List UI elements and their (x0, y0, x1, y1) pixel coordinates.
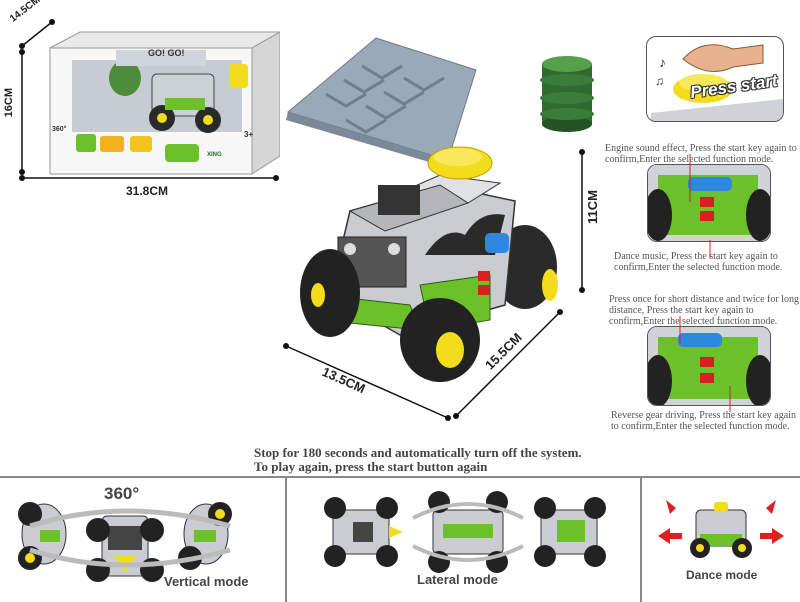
feature-inset-top (647, 164, 771, 242)
feature-distance: Press once for short distance and twice … (609, 294, 799, 327)
packaging-box: GO! GO! 360° 3+ XING (30, 28, 282, 178)
ramp-accessory (286, 34, 486, 164)
box-age-text: 3+ (244, 130, 254, 139)
feature-reverse-gear: Reverse gear driving, Press the start ke… (611, 410, 796, 432)
box-height-label: 16CM (3, 88, 15, 118)
box-banner-text: GO! GO! (148, 48, 185, 58)
svg-text:♪: ♪ (659, 54, 666, 70)
box-dimension-lines (19, 19, 279, 181)
svg-text:♫: ♫ (655, 74, 664, 88)
feature-dance-music: Dance music, Press the start key again t… (614, 251, 783, 273)
lateral-mode-label: Lateral mode (417, 572, 498, 587)
auto-off-line1: Stop for 180 seconds and automatically t… (254, 445, 582, 460)
box-brand-text: XING (207, 152, 222, 158)
dance-mode-panel: Dance mode (642, 476, 800, 602)
vertical-rotation-text: 360° (104, 484, 140, 503)
car-height-label: 11CM (585, 190, 600, 224)
feature-inset-bottom (647, 326, 771, 406)
main-car-image (290, 145, 570, 385)
feature-engine-sound: Engine sound effect, Press the start key… (605, 143, 797, 165)
press-start-inset: ♪ ♫ (646, 36, 784, 122)
box-width-label: 31.8CM (126, 184, 169, 198)
feature-pointer-lines-top (689, 154, 711, 258)
box-rotation-text: 360° (52, 126, 67, 133)
vertical-mode-panel: 360° Vertical mode (0, 476, 287, 602)
dance-mode-label: Dance mode (686, 568, 758, 582)
feature-pointer-lines-bottom (679, 316, 731, 412)
drum-accessory (534, 52, 600, 134)
vertical-mode-label: Vertical mode (164, 574, 249, 589)
car-dimension-lines (283, 149, 585, 421)
lateral-mode-panel: Lateral mode (287, 476, 642, 602)
auto-off-line2: To play again, press the start button ag… (254, 459, 488, 474)
